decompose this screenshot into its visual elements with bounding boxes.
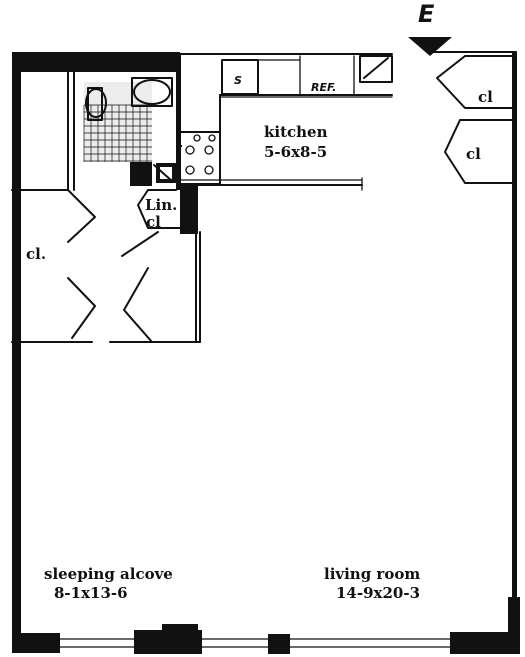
bathroom xyxy=(67,55,181,191)
closet-label-bedroom: cl. xyxy=(26,245,46,263)
kitchen-dimensions: 5-6x8-5 xyxy=(264,143,327,161)
kitchen-name: kitchen xyxy=(264,123,328,141)
window-wall xyxy=(12,624,520,654)
stove-burners-icon xyxy=(185,134,216,175)
sleeping-alcove-dimensions: 8-1x13-6 xyxy=(54,584,128,602)
compass: E xyxy=(408,0,452,56)
living-room-name: living room xyxy=(324,565,420,583)
refrigerator-label: REF. xyxy=(311,81,336,94)
sleeping-alcove-walls xyxy=(11,189,201,343)
linen-closet-label-line2: cl xyxy=(146,213,161,231)
compass-arrow-icon xyxy=(408,37,452,56)
bathroom-tile-floor xyxy=(84,82,152,162)
living-room-dimensions: 14-9x20-3 xyxy=(336,584,420,602)
sleeping-alcove-name: sleeping alcove xyxy=(44,565,173,583)
entry-closets xyxy=(436,55,517,184)
linen-closet-label-line1: Lin. xyxy=(145,196,177,214)
bathroom-tile-grid xyxy=(83,104,152,162)
closet-label-entry-bottom: cl xyxy=(466,145,481,163)
compass-label: E xyxy=(418,0,435,28)
linen-closet xyxy=(137,186,198,234)
sink-label: S xyxy=(234,74,242,87)
kitchen-area xyxy=(179,53,393,191)
closet-label-entry-top: cl xyxy=(478,88,493,106)
